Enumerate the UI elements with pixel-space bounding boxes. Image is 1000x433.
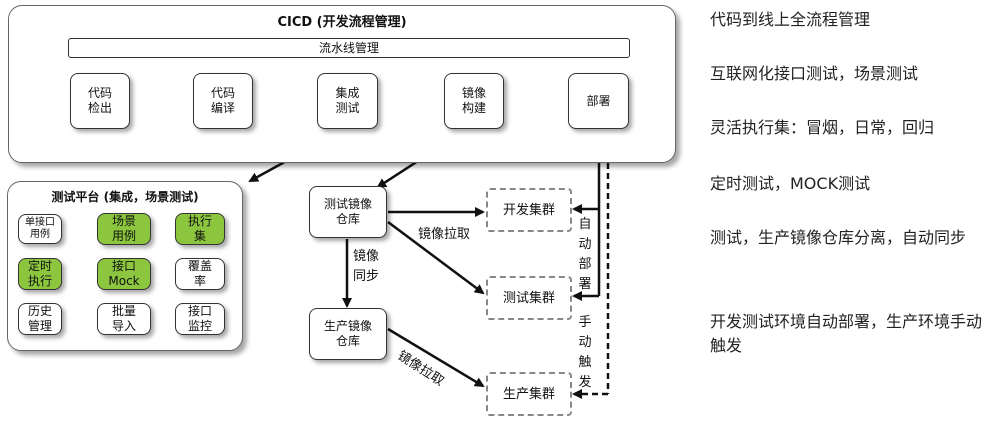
step-checkout[interactable]: 代码 检出 xyxy=(70,73,130,129)
feature-3: 灵活执行集：冒烟，日常，回归 xyxy=(710,118,935,137)
label-auto-deploy: 自 动 部 署 xyxy=(578,217,592,292)
step-deploy[interactable]: 部署 xyxy=(568,73,629,129)
cell-execution-set[interactable]: 执行 集 xyxy=(175,213,225,245)
cell-history[interactable]: 历史 管理 xyxy=(18,303,62,335)
feature-2: 互联网化接口测试，场景测试 xyxy=(710,64,919,83)
dev-cluster[interactable]: 开发集群 xyxy=(486,188,572,232)
prod-cluster[interactable]: 生产集群 xyxy=(486,372,572,416)
label-manual-trigger: 手 动 触 发 xyxy=(578,315,592,390)
cell-api-monitor[interactable]: 接口 监控 xyxy=(175,303,225,335)
arrow-repo-test xyxy=(387,220,485,295)
feature-4: 定时测试，MOCK测试 xyxy=(710,174,871,193)
feature-1: 代码到线上全流程管理 xyxy=(710,10,871,29)
step-compile[interactable]: 代码 编译 xyxy=(193,73,253,129)
pipeline-bar[interactable]: 流水线管理 xyxy=(68,38,630,58)
cell-scenario-case[interactable]: 场景 用例 xyxy=(97,213,151,245)
cicd-title: CICD (开发流程管理) xyxy=(277,15,407,30)
feature-5: 测试，生产镜像仓库分离，自动同步 xyxy=(710,228,967,247)
label-image-sync: 镜像 同步 xyxy=(353,249,380,284)
cell-scheduled-exec[interactable]: 定时 执行 xyxy=(18,258,62,290)
step-image-build[interactable]: 镜像 构建 xyxy=(444,73,504,129)
cell-api-mock[interactable]: 接口 Mock xyxy=(97,258,151,290)
prod-image-repo[interactable]: 生产镜像 仓库 xyxy=(309,308,387,360)
test-platform-title: 测试平台 (集成，场景测试) xyxy=(51,190,199,204)
arrow-prod-pull xyxy=(387,327,485,388)
test-cluster[interactable]: 测试集群 xyxy=(486,276,572,320)
cell-single-api-case[interactable]: 单接口 用例 xyxy=(18,214,62,244)
cell-batch-import[interactable]: 批量 导入 xyxy=(97,303,151,335)
label-image-pull-1: 镜像拉取 xyxy=(418,227,471,242)
step-integration-test[interactable]: 集成 测试 xyxy=(317,73,378,129)
feature-6: 开发测试环境自动部署，生产环境手动触发 xyxy=(710,312,983,355)
cell-coverage[interactable]: 覆盖 率 xyxy=(175,258,225,290)
test-image-repo[interactable]: 测试镜像 仓库 xyxy=(309,186,387,238)
